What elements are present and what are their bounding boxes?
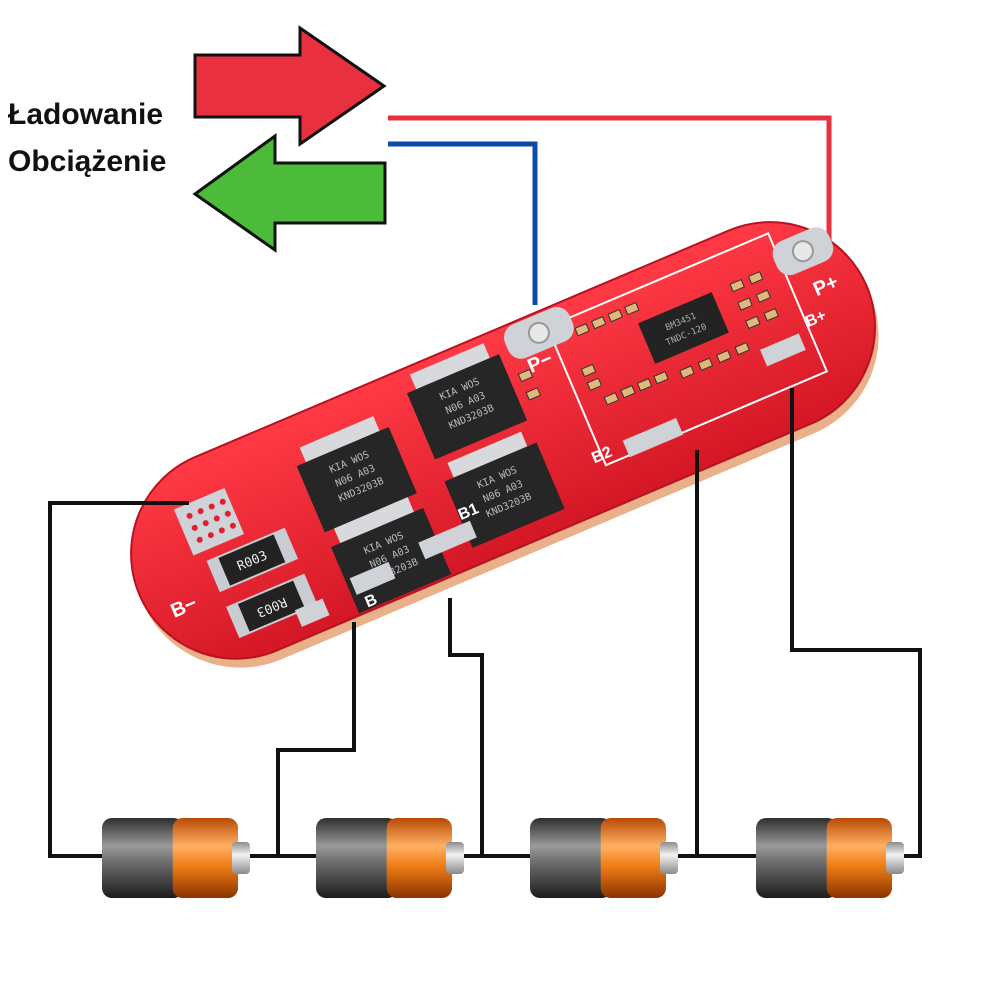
battery-cap	[386, 818, 452, 898]
battery-cap	[172, 818, 238, 898]
protection-ic: BM3451 TNDC-120	[638, 292, 729, 364]
positive-output-wire	[388, 115, 832, 245]
mosfet-3: KIA WOS N06 A03 KND3203B	[406, 343, 528, 460]
battery-body	[102, 818, 184, 898]
pad-p-plus	[772, 227, 834, 276]
pad-b	[349, 561, 396, 595]
mosfet-1: KIA WOS N06 A03 KND3203B	[296, 416, 417, 533]
wire-b-plus	[790, 388, 922, 858]
mosfet-4: KIA WOS N06 A03 KND3203B	[444, 431, 565, 548]
battery-body	[530, 818, 612, 898]
negative-output-wire	[388, 141, 538, 305]
battery-1	[102, 818, 250, 898]
label-b2: B2	[589, 444, 615, 468]
charge-label: Ładowanie	[8, 98, 164, 131]
label-b-plus: B+	[803, 307, 829, 331]
battery-4	[756, 818, 904, 898]
load-label: Obciążenie	[8, 145, 167, 178]
label-b1: B1	[456, 500, 482, 524]
battery-body	[756, 818, 838, 898]
battery-terminal	[446, 842, 464, 874]
battery-terminal	[660, 842, 678, 874]
pad-b2	[622, 418, 684, 458]
battery-body	[316, 818, 398, 898]
shunt-resistor-1: R003	[206, 527, 299, 593]
battery-3	[530, 818, 678, 898]
shunt-resistor-2: R003	[226, 573, 318, 639]
pad-p-minus	[503, 306, 574, 359]
charge-arrow-icon	[193, 25, 387, 147]
pad-b1	[418, 520, 477, 560]
battery-terminal	[886, 842, 904, 874]
smd-components	[517, 271, 779, 406]
battery-terminal	[232, 842, 250, 874]
battery-cap	[826, 818, 892, 898]
battery-pack	[102, 818, 904, 898]
wire-b	[276, 622, 356, 856]
load-arrow-icon	[192, 133, 387, 253]
battery-2	[316, 818, 464, 898]
battery-cap	[600, 818, 666, 898]
balance-wires	[48, 388, 922, 858]
bms-board: R003 R003 KIA WOS N06 A03 KND3203B KIA W…	[130, 221, 879, 668]
pad-b-plus	[760, 333, 806, 367]
wire-b-minus	[48, 501, 189, 858]
pad-b-minus-top	[173, 488, 245, 556]
pad-b-left-a	[294, 598, 330, 627]
wire-b1	[448, 598, 484, 856]
